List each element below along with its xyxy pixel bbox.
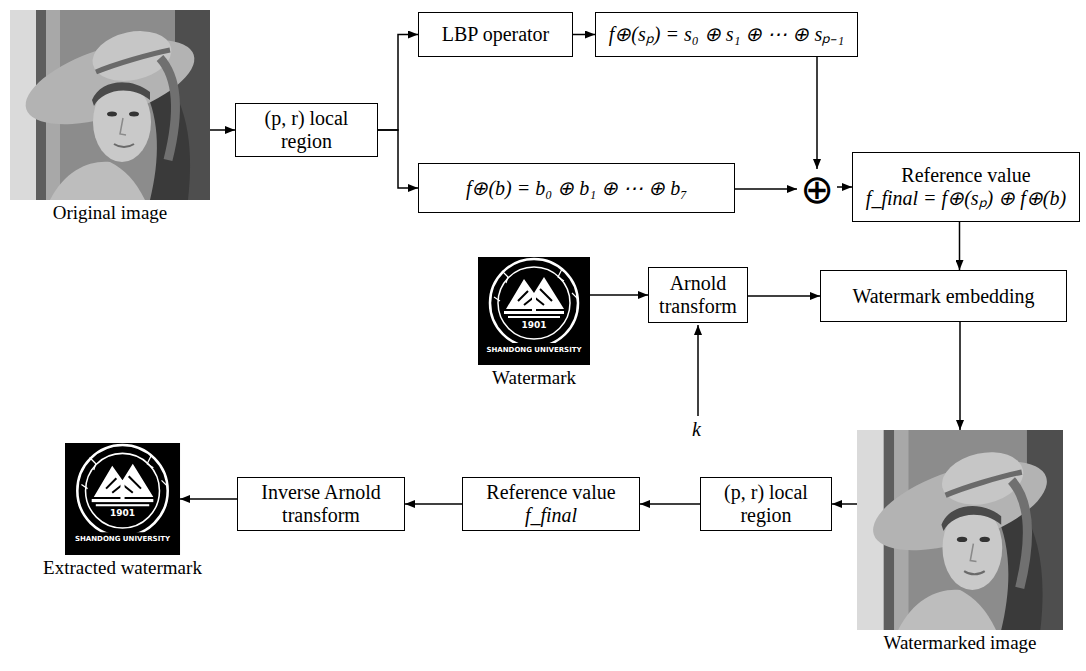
reference-box: Reference valuef_final = f⊕(sₚ) ⊕ f⊕(b) bbox=[852, 152, 1080, 222]
process-box: LBP operator bbox=[418, 12, 573, 57]
reference-box: Reference valuef_final bbox=[462, 477, 640, 531]
original-photo bbox=[10, 10, 210, 200]
logo-year: 1901 bbox=[110, 508, 135, 518]
flow-arrow bbox=[180, 498, 237, 500]
box-text: f_final bbox=[525, 504, 577, 527]
logo-year: 1901 bbox=[521, 320, 546, 330]
flow-arrow bbox=[405, 503, 462, 505]
image-frame: Watermarked image bbox=[857, 430, 1063, 630]
flow-arrow bbox=[640, 503, 700, 505]
box-text: f⊕(sₚ) = s₀ ⊕ s₁ ⊕ ⋯ ⊕ sₚ₋₁ bbox=[609, 23, 844, 46]
parameter-label: k bbox=[692, 418, 701, 441]
watermark-logo bbox=[478, 257, 590, 365]
flow-arrow bbox=[748, 295, 820, 297]
flow-arrow bbox=[816, 57, 818, 169]
process-box: Inverse Arnold transform bbox=[237, 477, 405, 531]
flow-arrow bbox=[378, 35, 418, 131]
flow-arrow bbox=[959, 222, 961, 270]
formula-box: f⊕(b) = b₀ ⊕ b₁ ⊕ ⋯ ⊕ b₇ bbox=[418, 163, 735, 213]
box-text: Reference value bbox=[901, 164, 1030, 187]
flow-arrow bbox=[210, 129, 235, 131]
image-caption: Original image bbox=[53, 202, 168, 224]
xor-symbol: ⊕ bbox=[797, 169, 837, 209]
box-text: (p, r) local region bbox=[709, 481, 823, 527]
watermarked-photo bbox=[857, 430, 1063, 630]
image-caption: Watermark bbox=[492, 367, 576, 389]
box-text: LBP operator bbox=[442, 23, 550, 46]
process-box: (p, r) local region bbox=[235, 103, 378, 157]
box-text: Inverse Arnold transform bbox=[246, 481, 396, 527]
logo-text: SHANDONG UNIVERSITY bbox=[75, 535, 170, 543]
box-text: f_final = f⊕(sₚ) ⊕ f⊕(b) bbox=[866, 187, 1066, 210]
image-frame: Original image bbox=[10, 10, 210, 200]
box-text: Watermark embedding bbox=[852, 285, 1034, 308]
box-text: Arnold transform bbox=[657, 272, 739, 318]
flow-arrow bbox=[837, 186, 852, 188]
flow-arrow bbox=[735, 188, 797, 190]
flow-arrow bbox=[573, 34, 595, 36]
image-caption: Extracted watermark bbox=[43, 557, 202, 579]
flow-arrow bbox=[590, 294, 648, 296]
extracted-logo bbox=[65, 443, 180, 555]
process-box: Watermark embedding bbox=[820, 270, 1067, 322]
formula-box: f⊕(sₚ) = s₀ ⊕ s₁ ⊕ ⋯ ⊕ sₚ₋₁ bbox=[595, 12, 858, 57]
box-text: Reference value bbox=[486, 481, 615, 504]
xor-sign: ⊕ bbox=[800, 169, 834, 209]
process-box: (p, r) local region bbox=[700, 477, 832, 531]
flow-arrow bbox=[832, 503, 857, 505]
key-arrow bbox=[697, 325, 699, 416]
box-text: (p, r) local region bbox=[244, 107, 369, 153]
image-caption: Watermarked image bbox=[883, 632, 1036, 654]
flow-arrow bbox=[378, 130, 418, 188]
logo-text: SHANDONG UNIVERSITY bbox=[486, 346, 581, 354]
flow-arrow bbox=[959, 322, 961, 430]
box-text: f⊕(b) = b₀ ⊕ b₁ ⊕ ⋯ ⊕ b₇ bbox=[466, 177, 687, 200]
process-box: Arnold transform bbox=[648, 267, 748, 323]
